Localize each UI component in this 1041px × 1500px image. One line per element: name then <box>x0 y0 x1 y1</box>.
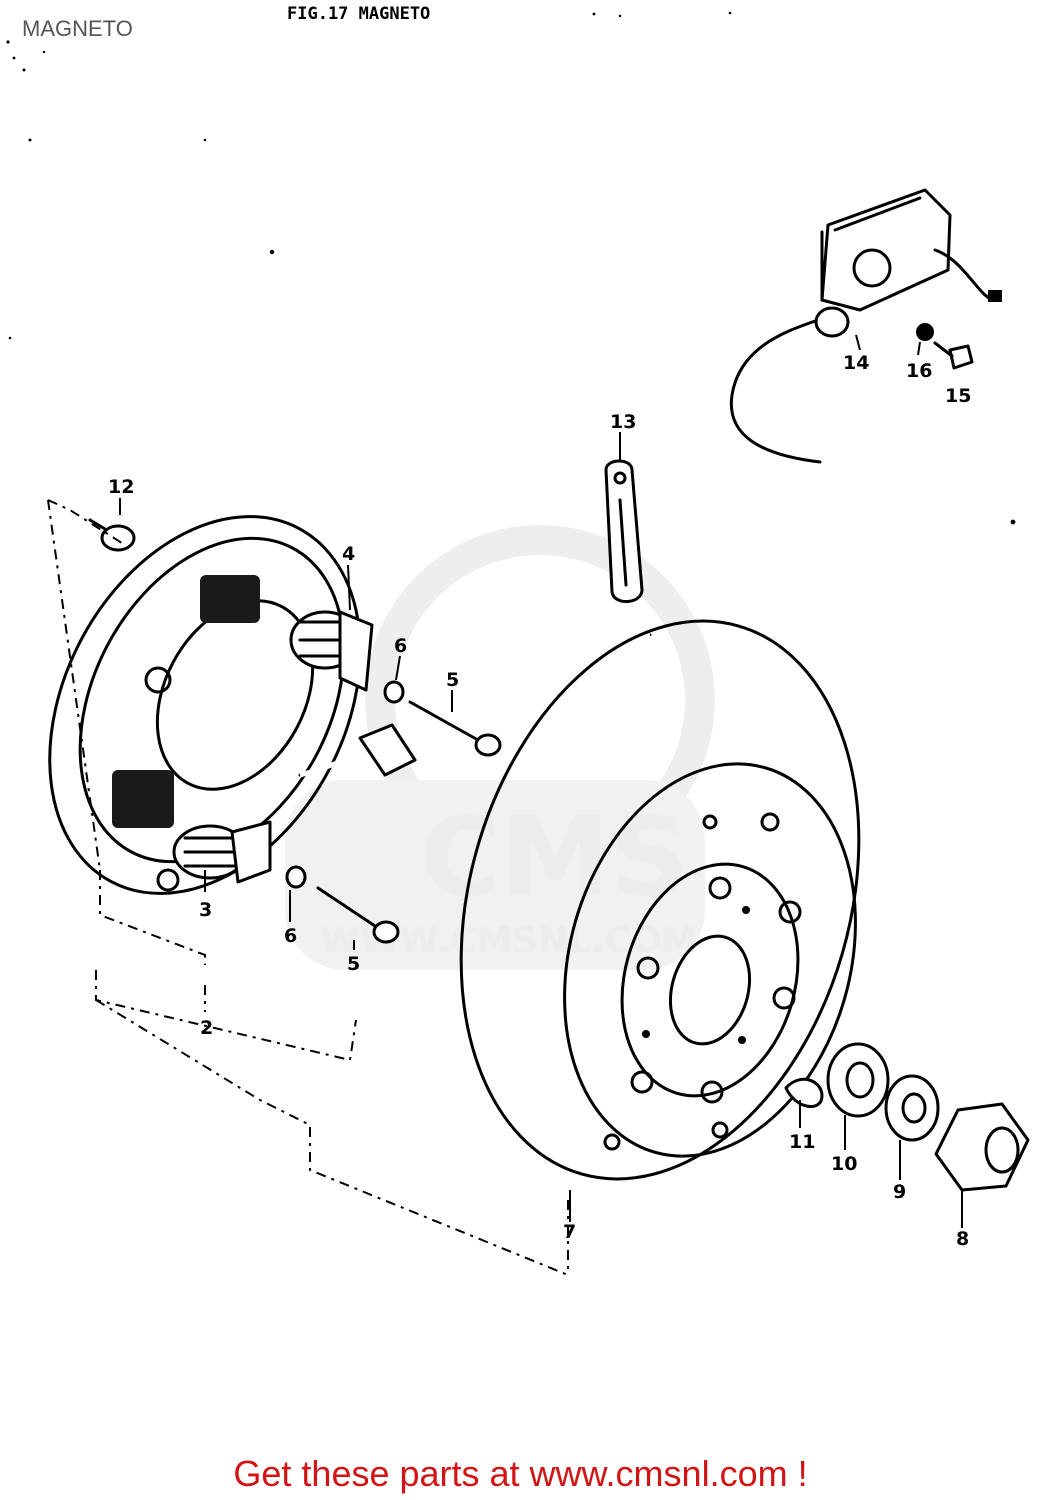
callout-6a: 6 <box>394 635 407 657</box>
footer-link[interactable]: Get these parts at www.cmsnl.com ! <box>233 1453 808 1494</box>
figure-title: FIG.17 MAGNETO <box>287 4 430 24</box>
cms-watermark: CMS WWW.CMSNL.COM <box>285 525 715 970</box>
wire-clamp <box>604 459 644 603</box>
assembly-brackets <box>47 499 569 1276</box>
callout-14: 14 <box>843 352 869 374</box>
callout-5b: 5 <box>347 953 360 975</box>
callout-3: 3 <box>199 899 212 921</box>
flywheel-rotor <box>459 619 861 1181</box>
callout-13: 13 <box>610 411 636 433</box>
callout-9: 9 <box>893 1181 906 1203</box>
callout-7: 7 <box>563 1221 576 1243</box>
callout-11: 11 <box>789 1131 815 1153</box>
washer-lower <box>285 865 307 889</box>
cdi-washer <box>916 323 934 341</box>
callout-2: 2 <box>200 1017 213 1039</box>
scan-specks <box>6 11 1016 525</box>
washer-upper <box>383 680 405 704</box>
callout-16: 16 <box>906 360 932 382</box>
flat-washer <box>826 1042 890 1118</box>
stator-plate <box>48 515 362 895</box>
screw-lower <box>316 886 400 944</box>
corner-title: MAGNETO <box>22 16 133 41</box>
callout-5a: 5 <box>446 669 459 691</box>
rotor-nut <box>934 1102 1030 1192</box>
callout-4: 4 <box>342 543 355 565</box>
callout-labels: 2 3 4 5 5 6 6 7 8 9 10 11 12 13 14 15 16 <box>108 352 971 1250</box>
pickup-coil <box>200 575 374 692</box>
screw-12 <box>88 518 136 552</box>
callout-12: 12 <box>108 476 134 498</box>
callout-8: 8 <box>956 1228 969 1250</box>
callout-15: 15 <box>945 385 971 407</box>
cdi-unit <box>729 188 1002 464</box>
lock-washer <box>884 1074 940 1142</box>
woodruff-key <box>784 1077 824 1108</box>
leader-lines <box>119 334 963 1228</box>
callout-6b: 6 <box>284 925 297 947</box>
cdi-screw <box>933 341 974 370</box>
charging-coil <box>112 770 272 884</box>
watermark-brand: CMS <box>420 793 689 921</box>
screw-upper <box>408 700 502 757</box>
callout-10: 10 <box>831 1153 857 1175</box>
